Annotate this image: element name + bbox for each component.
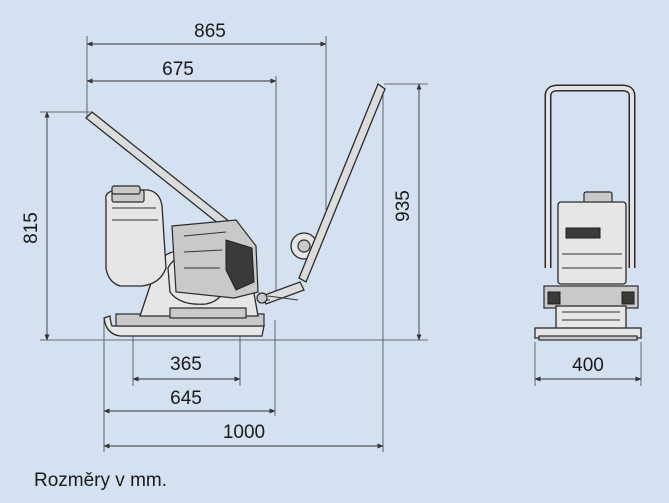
- front-label-plate: [565, 227, 601, 239]
- vibrator-base: [169, 307, 247, 319]
- dimension-lines: [44, 41, 642, 449]
- handle-linkage: [261, 281, 305, 305]
- label-365: 365: [170, 354, 202, 375]
- main-handle: [298, 82, 386, 283]
- label-865: 865: [194, 21, 226, 42]
- label-645: 645: [170, 388, 202, 409]
- label-815: 815: [21, 212, 42, 244]
- compactor-front-view: [534, 84, 642, 341]
- fuel-cap: [111, 185, 141, 195]
- label-935: 935: [393, 190, 414, 222]
- dimension-labels: 865 675 815 935 365 645 1000 400: [21, 21, 604, 443]
- handle-pivot: [256, 292, 268, 304]
- engine-dark-detail: [225, 239, 255, 291]
- front-vibrator: [555, 305, 627, 331]
- label-1000: 1000: [223, 422, 265, 443]
- compactor-side-view: [85, 82, 386, 337]
- label-400: 400: [572, 355, 604, 376]
- water-tank: [105, 189, 167, 287]
- label-675: 675: [162, 59, 194, 80]
- caption-units: Rozměry v mm.: [34, 470, 167, 491]
- front-engine-block: [557, 201, 627, 285]
